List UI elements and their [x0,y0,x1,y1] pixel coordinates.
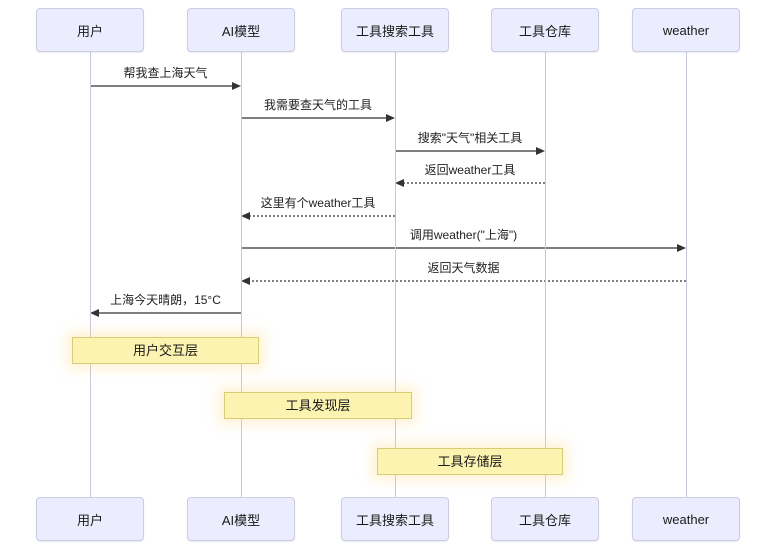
message-label-1: 我需要查天气的工具 [263,98,372,112]
actor-bottom-2: 工具搜索工具 [341,497,449,541]
lifeline-0 [89,52,91,497]
message-label-2: 搜索"天气"相关工具 [417,131,523,145]
actor-top-4: weather [632,8,740,52]
lifeline-2 [394,52,396,497]
actor-top-3: 工具仓库 [491,8,599,52]
lifeline-3 [544,52,546,497]
message-label-3: 返回weather工具 [424,163,516,177]
actor-top-1: AI模型 [187,8,295,52]
message-label-7: 上海今天晴朗，15°C [110,293,221,307]
message-label-0: 帮我查上海天气 [123,66,208,80]
actor-bottom-4: weather [632,497,740,541]
message-label-6: 返回天气数据 [427,261,500,275]
lifeline-4 [685,52,687,497]
note-0: 用户交互层 [72,337,259,364]
note-1: 工具发现层 [224,392,412,419]
lifeline-1 [240,52,242,497]
note-2: 工具存储层 [377,448,563,475]
actor-bottom-1: AI模型 [187,497,295,541]
actor-top-0: 用户 [36,8,144,52]
actor-bottom-0: 用户 [36,497,144,541]
actor-top-2: 工具搜索工具 [341,8,449,52]
message-label-4: 这里有个weather工具 [260,196,376,210]
actor-bottom-3: 工具仓库 [491,497,599,541]
message-label-5: 调用weather("上海") [409,228,518,242]
